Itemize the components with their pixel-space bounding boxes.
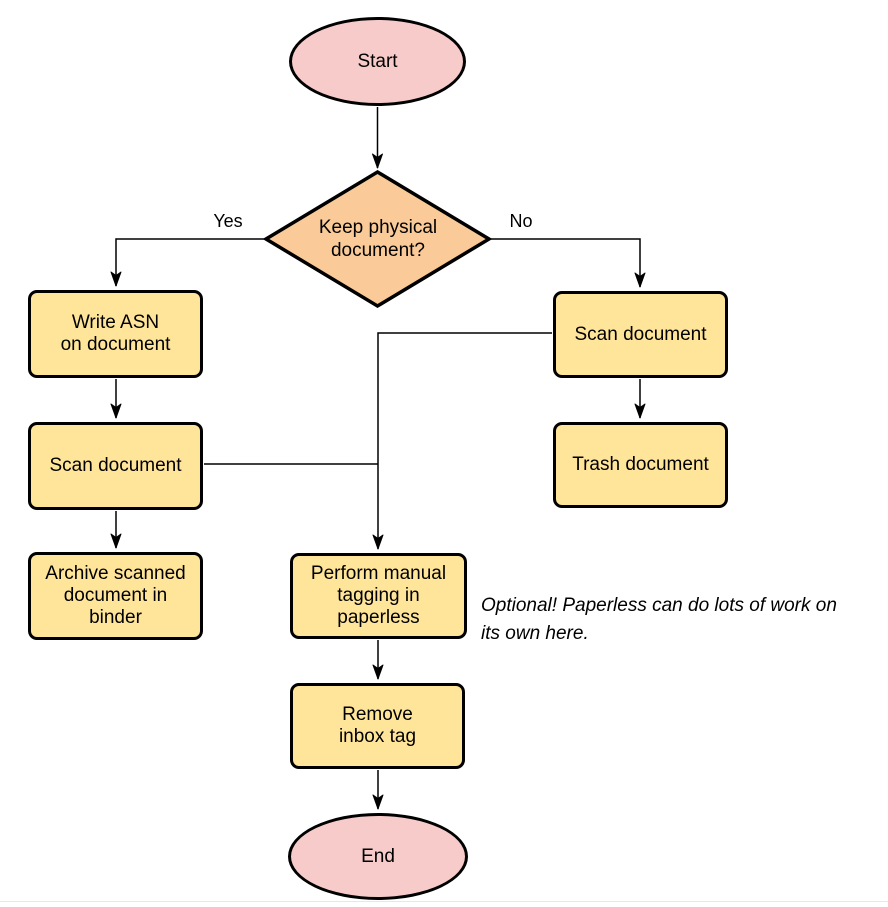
node-start: Start — [289, 17, 466, 106]
node-end: End — [288, 813, 468, 900]
node-trash-document: Trash document — [553, 422, 728, 508]
node-archive-in-binder: Archive scanned document in binder — [28, 552, 203, 640]
edge-decision-write-asn — [110, 238, 264, 287]
node-scan-document-right: Scan document — [553, 291, 728, 378]
node-manual-tagging: Perform manual tagging in paperless — [290, 553, 467, 639]
annotation-optional-note: Optional! Paperless can do lots of work … — [481, 595, 837, 644]
edge-label-no: No — [509, 211, 533, 231]
edge-scan-right-tagging — [372, 332, 552, 550]
edge-decision-scan-right — [491, 238, 646, 288]
node-write-asn: Write ASN on document — [28, 290, 203, 378]
node-decision-label: Keep physical document? — [318, 217, 438, 261]
edge-label-yes: Yes — [213, 211, 243, 231]
node-remove-inbox-tag: Remove inbox tag — [290, 683, 465, 769]
decision-diamond-shape — [262, 169, 493, 309]
node-scan-document-left: Scan document — [28, 422, 203, 510]
bottom-edge-rule — [0, 901, 888, 902]
